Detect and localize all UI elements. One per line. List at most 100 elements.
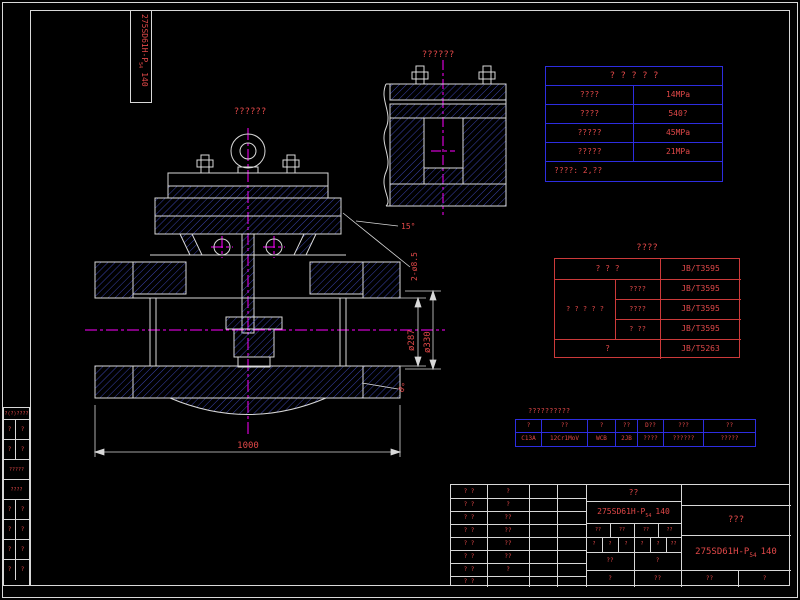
grid-line bbox=[586, 485, 587, 587]
dim-d287: ø287 bbox=[407, 329, 417, 351]
std-cell: JB/T3595 bbox=[681, 284, 720, 293]
dimension-lines bbox=[93, 212, 441, 457]
margin-row: ?? bbox=[4, 420, 29, 440]
bom-cell: ?? bbox=[504, 527, 512, 534]
main-view-title: ?????? bbox=[233, 107, 267, 117]
title-cell: ?? bbox=[670, 541, 677, 547]
grid-line bbox=[586, 523, 681, 524]
spec-footer: ????: 2,?? bbox=[554, 166, 603, 175]
drawing-no-sub: 54 bbox=[645, 513, 652, 519]
part-name: ?? bbox=[628, 488, 639, 497]
std-cell: JB/T3595 bbox=[681, 264, 720, 273]
spec-value: 540? bbox=[668, 109, 688, 118]
grid-line bbox=[666, 537, 667, 552]
corner-no-sub: 54 bbox=[137, 62, 143, 69]
bom-cell: ? ? bbox=[463, 540, 475, 547]
grid-line bbox=[529, 485, 530, 587]
grid-line bbox=[451, 524, 586, 525]
margin-cell: ? bbox=[4, 560, 16, 580]
material-name: ??? bbox=[727, 515, 745, 525]
material-header-row: ? ?? ? ?? D?? ??? ?? bbox=[516, 420, 755, 433]
grid-line bbox=[634, 523, 635, 537]
drawing-no-suffix: 140 bbox=[655, 507, 670, 516]
std-cell: ? ?? bbox=[629, 325, 646, 333]
bom-cell: ?? bbox=[504, 540, 512, 547]
material-table-title: ?????????? bbox=[528, 407, 571, 415]
margin-cell: ? bbox=[4, 520, 16, 539]
title-cell: ?? bbox=[642, 527, 650, 533]
spec-value: 45MPa bbox=[665, 128, 691, 137]
spec-label: ????? bbox=[546, 124, 634, 142]
std-cell: ???? bbox=[629, 305, 646, 313]
grid-line bbox=[451, 511, 586, 512]
bom-cell: ?? bbox=[504, 514, 512, 521]
grid-line bbox=[634, 552, 635, 587]
corner-no-suffix: 140 bbox=[140, 72, 149, 87]
spec-value: 14MPa bbox=[665, 90, 691, 99]
margin-cell: ? bbox=[4, 420, 16, 439]
margin-cell: ? bbox=[20, 526, 25, 533]
grid-line bbox=[451, 498, 586, 499]
material-table: ? ?? ? ?? D?? ??? ?? C13A 12Cr1MoV WCB 2… bbox=[515, 419, 756, 447]
margin-table-header: ?(?)???? bbox=[4, 408, 29, 420]
margin-row: ?? bbox=[4, 540, 29, 560]
margin-cell: ? bbox=[20, 446, 25, 453]
material-value: WCB bbox=[588, 433, 616, 446]
bom-cell: ? ? bbox=[463, 488, 475, 495]
title-cell: ? bbox=[624, 541, 628, 547]
grid-line bbox=[451, 563, 586, 564]
grid-line bbox=[586, 501, 681, 502]
margin-row: ?? bbox=[4, 520, 29, 540]
title-cell: ? bbox=[608, 575, 612, 582]
grid-line bbox=[451, 550, 586, 551]
spec-label: ???? bbox=[546, 86, 634, 104]
bom-cell bbox=[487, 576, 529, 587]
margin-cell: ? bbox=[20, 426, 25, 433]
margin-row: ?? bbox=[4, 560, 29, 580]
bom-cell: ? bbox=[506, 566, 510, 573]
dim-holes: 2-ø8.5 bbox=[410, 252, 419, 281]
title-cell: ?? bbox=[705, 575, 714, 582]
grid-line bbox=[487, 485, 488, 587]
grid-line bbox=[658, 523, 659, 537]
title-cell: ?? bbox=[666, 527, 673, 533]
bom-cell: ? ? bbox=[463, 514, 475, 521]
std-cell: ? ? ? bbox=[595, 264, 620, 273]
title-cell: ? bbox=[608, 541, 612, 547]
margin-cell: ???? bbox=[10, 487, 23, 493]
material-value-row: C13A 12Cr1MoV WCB 2JB ???? ?????? ????? bbox=[516, 433, 755, 446]
std-table-title: ???? bbox=[636, 243, 658, 253]
bom-cell: ? ? bbox=[463, 527, 475, 534]
margin-cell: ? bbox=[4, 440, 16, 459]
grid-line bbox=[451, 537, 586, 538]
material-header: ? bbox=[516, 420, 542, 432]
title-block: ? ? ? ? ? ? ? ? ?? ? ? ?? ? ? ?? ? ? ?? … bbox=[450, 484, 791, 587]
corner-no-prefix: 275SD61H-P bbox=[140, 14, 149, 63]
spec-row: ???? 14MPa bbox=[546, 86, 722, 105]
spec-row: ?????21MPa bbox=[546, 143, 722, 162]
material-value: ?????? bbox=[664, 433, 704, 446]
material-header: ?? bbox=[725, 422, 734, 429]
dim-1000: 1000 bbox=[237, 441, 259, 451]
std-cell: JB/T3595 bbox=[681, 324, 720, 333]
grid-line bbox=[681, 535, 791, 536]
std-cell: ? bbox=[605, 344, 610, 353]
grid-line bbox=[586, 537, 681, 538]
std-table: ? ? ? JB/T3595 ? ? ? ? ? ???? JB/T3595 ?… bbox=[554, 258, 741, 359]
bom-cell: ? bbox=[506, 501, 510, 508]
margin-cell: ? bbox=[20, 506, 25, 513]
title-cell: ? bbox=[640, 541, 644, 547]
material-header: ?? bbox=[542, 420, 588, 432]
margin-row: ?? bbox=[4, 500, 29, 520]
grid-line bbox=[602, 537, 603, 552]
grid-line bbox=[650, 537, 651, 552]
margin-row: ???? bbox=[4, 480, 29, 500]
dim-d330: ø330 bbox=[423, 331, 433, 353]
grid-line bbox=[586, 570, 681, 571]
bom-cell: ? ? bbox=[463, 553, 475, 560]
inner-border bbox=[30, 10, 790, 586]
spec-label: ????? bbox=[546, 143, 634, 161]
grid-line bbox=[660, 259, 661, 359]
